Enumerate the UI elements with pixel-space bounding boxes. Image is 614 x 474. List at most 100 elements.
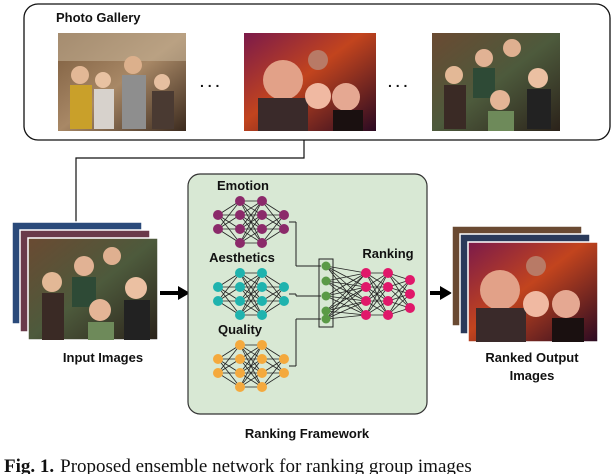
aesthetics-net-node — [257, 282, 267, 292]
ensemble-to-ranking-edge — [325, 286, 367, 312]
gallery-photo-1 — [58, 33, 186, 131]
ensemble-node — [321, 291, 331, 301]
quality-net-node — [235, 368, 245, 378]
emotion-label: Emotion — [217, 178, 269, 193]
quality-net-edge — [239, 344, 263, 388]
caption-text: Proposed ensemble network for ranking gr… — [60, 456, 472, 474]
quality-net-edge — [261, 358, 285, 388]
caption-prefix: Fig. 1. — [4, 456, 54, 474]
ranking-net-edge — [365, 272, 389, 302]
ensemble-to-ranking-edge — [325, 295, 367, 316]
aesthetics-net-node — [235, 282, 245, 292]
ensemble-to-ranking-edge — [325, 265, 367, 288]
gallery-to-input-connector — [75, 140, 305, 222]
ensemble-layer-box — [318, 258, 334, 328]
ranking-label: Ranking — [362, 246, 413, 261]
input-arrowhead — [178, 286, 190, 300]
emotion-net-node — [213, 210, 223, 220]
emotion-net-edge — [261, 214, 285, 244]
gallery-photo-3 — [432, 33, 560, 131]
ensemble-to-ranking-edge — [325, 295, 367, 302]
aesthetics-net-node — [279, 282, 289, 292]
quality-net-edge — [239, 358, 263, 388]
gallery-title: Photo Gallery — [56, 10, 141, 25]
quality-net-node — [213, 368, 223, 378]
input-images-label: Input Images — [63, 350, 143, 365]
emotion-net-node — [279, 224, 289, 234]
ensemble-to-ranking-edge — [325, 265, 367, 316]
network-graph — [213, 196, 415, 392]
ensemble-to-ranking-edge — [325, 272, 367, 320]
ensemble-node — [321, 314, 331, 324]
ensemble-node — [321, 276, 331, 286]
ranking-net-node — [361, 282, 371, 292]
aesthetics-net-edge — [239, 286, 263, 316]
figure-caption: Fig. 1. Proposed ensemble network for ran… — [4, 456, 472, 474]
ranked-output-stack — [451, 225, 599, 343]
ranking-net-edge — [365, 286, 389, 316]
emotion-net-edge — [239, 214, 263, 244]
quality-net-node — [257, 354, 267, 364]
emotion-net-edge — [239, 200, 263, 244]
aesthetics-net-node — [213, 296, 223, 306]
aesthetics-net-edge — [217, 272, 241, 302]
quality-net-node — [235, 340, 245, 350]
output-arrowhead — [440, 286, 452, 300]
ranking-net-edge — [387, 293, 411, 316]
ranking-net-node — [361, 268, 371, 278]
ensemble-to-ranking-edge — [325, 280, 367, 316]
ranking-net-node — [405, 289, 415, 299]
ranking-net-edge — [387, 279, 411, 316]
aesthetics-net-node — [235, 268, 245, 278]
emotion-net-node — [257, 196, 267, 206]
emotion-net-node — [235, 210, 245, 220]
quality-net-node — [213, 354, 223, 364]
aesthetics-net-node — [257, 296, 267, 306]
ranking-net-edge — [387, 279, 411, 302]
ensemble-to-ranking-edge — [325, 300, 367, 320]
ensemble-to-ranking-edge — [325, 314, 367, 320]
input-images-stack — [11, 221, 159, 341]
ensemble-to-ranking-edge — [325, 286, 367, 320]
emotion-net-node — [257, 238, 267, 248]
aesthetics-net-node — [257, 268, 267, 278]
aesthetics-net-edge — [261, 286, 285, 316]
ensemble-to-ranking-edge — [325, 300, 367, 312]
quality-net-node — [257, 368, 267, 378]
ensemble-to-ranking-edge — [325, 272, 367, 282]
ensemble-to-ranking-edge — [325, 272, 367, 312]
emotion-net-node — [257, 210, 267, 220]
ranking-net-node — [383, 282, 393, 292]
aesthetics-net-edge — [239, 272, 263, 302]
ranking-net-node — [383, 310, 393, 320]
emotion-net-node — [279, 210, 289, 220]
ranking-framework-label: Ranking Framework — [245, 426, 370, 441]
quality-net-node — [235, 382, 245, 392]
ranking-net-node — [361, 296, 371, 306]
aesthetics-net-edge — [239, 272, 263, 316]
ranking-net-node — [361, 310, 371, 320]
aesthetics-net-node — [235, 310, 245, 320]
ensemble-to-ranking-edge — [325, 265, 367, 274]
quality-net-node — [235, 354, 245, 364]
quality-net-node — [257, 382, 267, 392]
ranking-net-node — [383, 296, 393, 306]
ensemble-to-ranking-edge — [325, 280, 367, 288]
ranking-net-edge — [365, 272, 389, 316]
emotion-net-edge — [239, 200, 263, 230]
aesthetics-net-node — [213, 282, 223, 292]
ensemble-to-ranking-edge — [325, 272, 367, 297]
aesthetics-label: Aesthetics — [209, 250, 275, 265]
emotion-net-node — [235, 196, 245, 206]
emotion-net-edge — [217, 200, 241, 230]
aesthetics-net-node — [235, 296, 245, 306]
gallery-photo-2 — [244, 33, 376, 131]
ensemble-to-ranking-edge — [325, 280, 367, 302]
quality-net-node — [279, 368, 289, 378]
gallery-ellipsis-1: . . . — [200, 74, 219, 90]
emotion-net-node — [213, 224, 223, 234]
quality-net-node — [257, 340, 267, 350]
ranking-net-node — [405, 303, 415, 313]
emotion-net-node — [235, 238, 245, 248]
